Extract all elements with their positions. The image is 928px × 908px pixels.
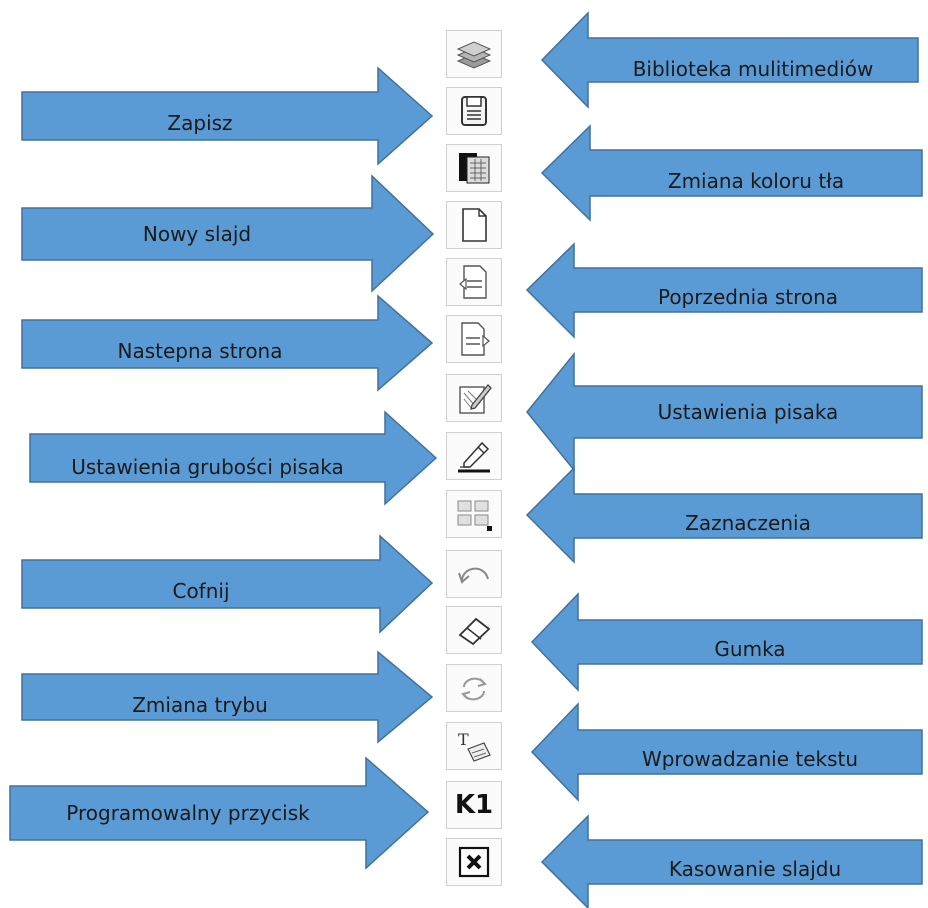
pen-thickness-button[interactable]: [446, 432, 502, 480]
label-poprzednia-strona: Poprzednia strona: [657, 285, 839, 308]
label-ustawienia-grubosci: Ustawienia grubości pisaka: [71, 455, 344, 478]
label-nastepna-strona: Nastepna strona: [117, 339, 283, 362]
undo-icon: [458, 567, 489, 584]
new-page-icon: [462, 208, 487, 242]
arrow-nastepna-strona: [21, 294, 434, 392]
label-zapisz: Zapisz: [167, 111, 233, 134]
previous-page-button[interactable]: [446, 258, 502, 306]
arrow-programowalny: [9, 756, 430, 870]
background-color-icon: [459, 153, 490, 184]
programmable-button-icon: K1: [454, 790, 494, 820]
media-library-icon: [456, 41, 492, 69]
mode-change-icon: [461, 677, 487, 701]
text-input-button[interactable]: T: [446, 722, 502, 770]
programmable-button[interactable]: K1: [446, 781, 502, 829]
label-cofnij: Cofnij: [172, 579, 230, 602]
arrow-gumka: [530, 592, 923, 692]
arrow-ustawienia-grubosci: [29, 410, 438, 506]
label-programowalny: Programowalny przycisk: [66, 801, 310, 825]
next-page-icon: [461, 322, 490, 356]
next-page-button[interactable]: [446, 315, 502, 363]
label-zmiana-trybu: Zmiana trybu: [132, 693, 268, 716]
mode-change-button[interactable]: [446, 664, 502, 712]
undo-button[interactable]: [446, 550, 502, 598]
arrow-poprzednia-strona: [525, 242, 923, 339]
delete-slide-button[interactable]: [446, 838, 502, 886]
arrow-zaznaczenia: [525, 466, 923, 564]
svg-text:T: T: [458, 730, 469, 749]
arrow-zapisz: [21, 66, 434, 166]
media-library-button[interactable]: [446, 30, 502, 78]
save-button[interactable]: [446, 87, 502, 135]
label-wprowadzanie-tekstu: Wprowadzanie tekstu: [641, 747, 859, 770]
arrow-kasowanie-slajdu: [540, 814, 923, 908]
text-input-icon: T: [458, 730, 491, 762]
arrow-cofnij: [21, 534, 434, 634]
arrow-nowy-slajd: [21, 174, 435, 293]
selection-button[interactable]: [446, 490, 502, 538]
pen-settings-icon: [459, 384, 492, 414]
background-color-button[interactable]: [446, 144, 502, 192]
label-zmiana-koloru: Zmiana koloru tła: [667, 169, 845, 192]
label-gumka: Gumka: [714, 637, 786, 660]
label-zaznaczenia: Zaznaczenia: [685, 511, 811, 534]
new-page-button[interactable]: [446, 201, 502, 249]
label-nowy-slajd: Nowy slajd: [142, 222, 252, 246]
save-icon: [461, 96, 487, 126]
label-biblioteka: Biblioteka mulitimediów: [632, 57, 874, 80]
eraser-icon: [458, 617, 491, 646]
arrow-ustawienia-pisaka: [526, 351, 923, 473]
arrow-biblioteka: [540, 11, 919, 109]
arrow-zmiana-koloru: [540, 124, 923, 222]
selection-icon: [457, 500, 492, 531]
arrow-wprowadzanie-tekstu: [530, 702, 923, 802]
arrow-zmiana-trybu: [21, 650, 434, 744]
label-ustawienia-pisaka: Ustawienia pisaka: [657, 400, 839, 424]
label-kasowanie-slajdu: Kasowanie slajdu: [668, 857, 842, 880]
delete-slide-icon: [458, 846, 490, 878]
previous-page-icon: [459, 265, 487, 299]
eraser-button[interactable]: [446, 606, 502, 654]
pen-settings-button[interactable]: [446, 374, 502, 422]
pen-thickness-icon: [458, 441, 490, 473]
